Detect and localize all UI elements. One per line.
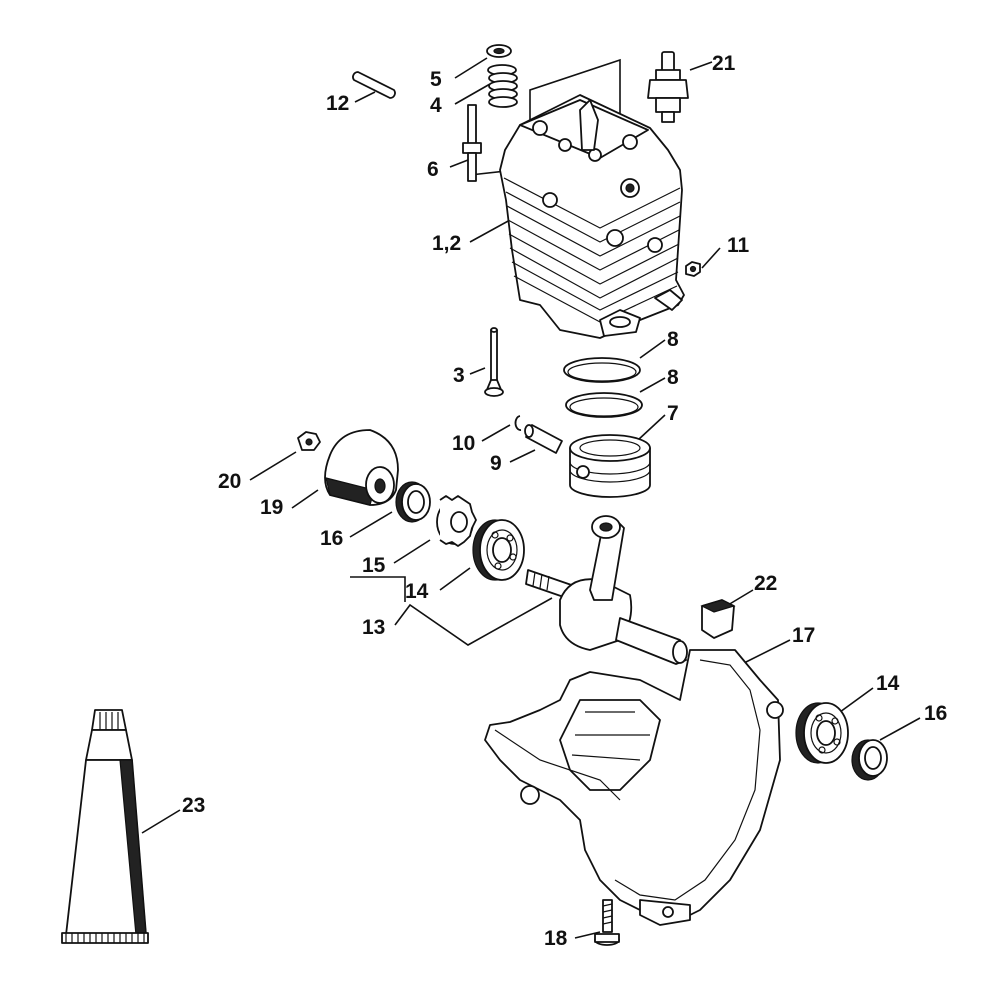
callout-23: 23	[182, 794, 205, 817]
screw-18	[594, 899, 620, 946]
piston-ring-8-upper	[563, 357, 641, 383]
seal-16-left	[395, 481, 431, 523]
callout-16-right: 16	[924, 702, 947, 725]
crankshaft-13	[525, 515, 688, 665]
callout-22: 22	[754, 572, 777, 595]
valve-spring-4	[487, 64, 518, 108]
callout-1-2: 1,2	[432, 232, 461, 255]
callout-3: 3	[453, 364, 465, 387]
callout-9: 9	[490, 452, 502, 475]
callout-17: 17	[792, 624, 815, 647]
callout-14-left: 14	[405, 580, 429, 603]
callout-16-left: 16	[320, 527, 343, 550]
callout-6: 6	[427, 158, 439, 181]
piston-7	[569, 434, 651, 498]
callout-18: 18	[544, 927, 568, 950]
valve-3	[484, 327, 504, 397]
gear-15	[436, 495, 477, 547]
cylinder-1-2	[499, 94, 685, 339]
stud-6	[462, 104, 482, 182]
crankcase-17	[484, 649, 784, 926]
seal-16-right	[851, 739, 888, 781]
circlip-10	[514, 415, 522, 431]
flywheel-19	[324, 429, 399, 506]
callout-21: 21	[712, 52, 736, 75]
callout-8-lower: 8	[667, 366, 679, 389]
piston-ring-8-lower	[565, 392, 643, 418]
nut-20	[297, 431, 321, 451]
block-22	[700, 599, 736, 639]
callout-4: 4	[430, 94, 442, 117]
callout-15: 15	[362, 554, 386, 577]
callout-20: 20	[218, 470, 241, 493]
leader-lines	[141, 57, 921, 939]
nut-11	[685, 261, 701, 277]
spring-retainer-5	[486, 44, 512, 58]
callout-labels: 5 4 12 6 1,2 21 11 3 8 8 7 10 9 20 19 16…	[182, 52, 947, 950]
callout-11: 11	[727, 234, 750, 257]
callout-12: 12	[326, 92, 349, 115]
callout-10: 10	[452, 432, 475, 455]
callout-5: 5	[430, 68, 442, 91]
piston-pin-9	[524, 424, 563, 454]
bearing-14-right	[795, 702, 849, 764]
pin-12	[352, 71, 396, 99]
spark-plug-21	[647, 51, 689, 123]
callout-14-right: 14	[876, 672, 900, 695]
bearing-14-left	[472, 519, 525, 581]
callout-19: 19	[260, 496, 283, 519]
callout-7: 7	[667, 402, 679, 425]
callout-8-upper: 8	[667, 328, 679, 351]
callout-13: 13	[362, 616, 385, 639]
grease-tube-23	[61, 709, 149, 944]
